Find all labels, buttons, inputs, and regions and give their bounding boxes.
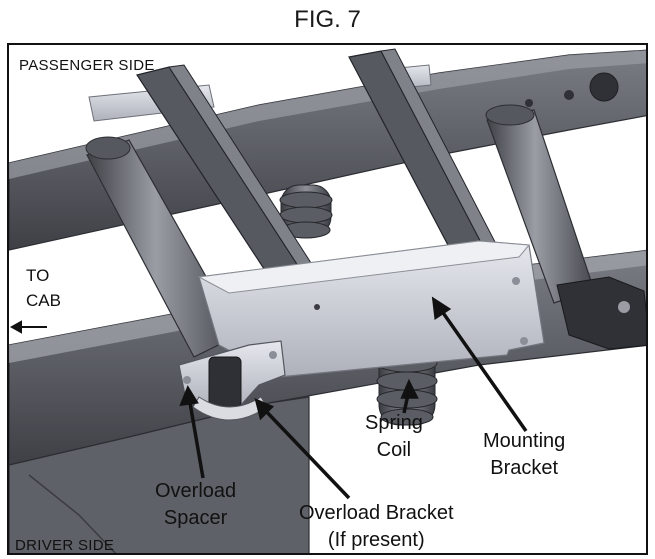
right-spring-mount — [556, 276, 646, 350]
overload-assembly — [178, 340, 286, 421]
to-cab-line-1: TO — [26, 266, 50, 285]
spring-coil-line-1: Spring — [365, 412, 423, 434]
driver-side-label: DRIVER SIDE — [15, 537, 115, 554]
figure-title: FIG. 7 — [294, 6, 361, 33]
overload-bracket-label: Overload Bracket (If present) — [299, 500, 454, 553]
to-cab-line-2: CAB — [26, 291, 61, 310]
upper-spring-coil — [279, 184, 333, 239]
to-cab-arrow — [9, 320, 47, 334]
mounting-bracket — [197, 240, 545, 378]
mounting-bracket-label: Mounting Bracket — [483, 428, 565, 482]
mounting-bracket-line-1: Mounting — [483, 430, 566, 452]
passenger-side-label: PASSENGER SIDE — [19, 57, 155, 74]
overload-spacer-line-2: Spacer — [163, 507, 228, 529]
overload-bracket-line-2: (If present) — [327, 529, 425, 551]
diagram-frame: PASSENGER SIDE DRIVER SIDE TO CAB Spring… — [7, 43, 648, 555]
overload-spacer-label: Overload Spacer — [155, 478, 236, 532]
overload-bracket-line-1: Overload Bracket — [299, 502, 454, 524]
chassis-illustration — [9, 48, 646, 553]
hitch-rail-right — [348, 48, 510, 286]
spring-coil-label: Spring Coil — [365, 410, 423, 464]
leader-arrows — [179, 296, 528, 500]
mounting-bracket-line-2: Bracket — [490, 457, 559, 479]
to-cab-label: TO CAB — [26, 263, 61, 313]
overload-spacer-line-1: Overload — [155, 480, 237, 502]
spring-coil-line-2: Coil — [376, 439, 412, 461]
